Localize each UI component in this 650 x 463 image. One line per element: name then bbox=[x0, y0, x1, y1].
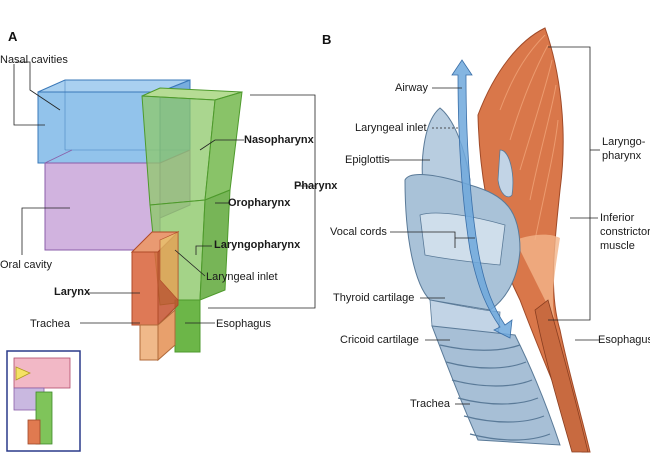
label-inferior-constrictor-line3: muscle bbox=[600, 240, 635, 252]
trachea-graphic bbox=[431, 325, 561, 446]
label-trachea-b: Trachea bbox=[410, 398, 450, 410]
label-laryngeal-inlet-a: Laryngeal inlet bbox=[206, 271, 278, 283]
larynx-graphic bbox=[404, 107, 521, 341]
label-nasopharynx: Nasopharynx bbox=[244, 134, 314, 146]
label-laryngopharynx: Laryngopharynx bbox=[214, 239, 301, 251]
panel-b-leaders bbox=[388, 46, 600, 405]
label-epiglottis: Epiglottis bbox=[345, 154, 390, 166]
label-thyroid-cartilage: Thyroid cartilage bbox=[333, 292, 415, 304]
label-oral-cavity: Oral cavity bbox=[0, 259, 52, 271]
label-inferior-constrictor-line2: constrictor bbox=[600, 226, 650, 238]
label-airway: Airway bbox=[395, 82, 429, 94]
airway-arrow bbox=[451, 59, 513, 339]
label-cricoid-cartilage: Cricoid cartilage bbox=[340, 334, 419, 346]
label-laryngopharynx-line1: Laryngo- bbox=[602, 136, 646, 148]
orientation-inset bbox=[6, 350, 81, 452]
label-pharynx: Pharynx bbox=[294, 180, 338, 192]
panel-a-leaders bbox=[13, 61, 316, 324]
label-trachea-a: Trachea bbox=[30, 318, 70, 330]
label-oropharynx: Oropharynx bbox=[228, 197, 291, 209]
label-laryngeal-inlet-b: Laryngeal inlet bbox=[355, 122, 427, 134]
panel-a-label: A bbox=[8, 29, 18, 44]
trachea-block bbox=[139, 308, 176, 362]
panel-b-label: B bbox=[322, 32, 332, 47]
label-esophagus-a: Esophagus bbox=[216, 318, 272, 330]
label-larynx: Larynx bbox=[54, 286, 91, 298]
constrictor-muscle-graphic bbox=[477, 27, 591, 453]
esophagus-graphic bbox=[534, 299, 589, 453]
larynx-block bbox=[130, 230, 180, 327]
label-esophagus-b: Esophagus bbox=[598, 334, 650, 346]
label-laryngopharynx-line2: pharynx bbox=[602, 150, 642, 162]
label-nasal-cavities: Nasal cavities bbox=[0, 54, 68, 66]
label-inferior-constrictor-line1: Inferior bbox=[600, 212, 635, 224]
label-vocal-cords: Vocal cords bbox=[330, 226, 387, 238]
